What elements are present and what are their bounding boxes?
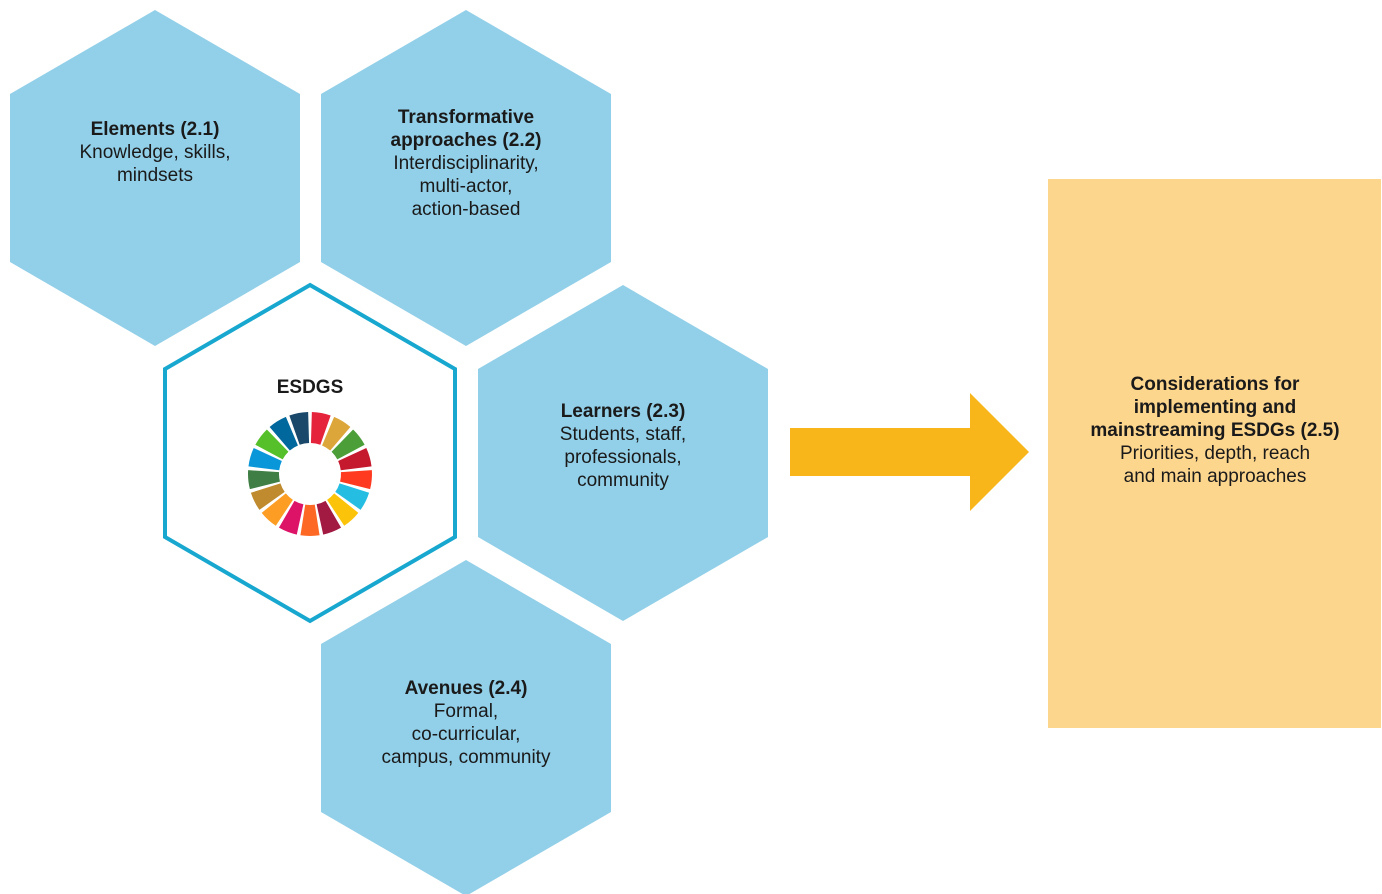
arrow-right <box>790 393 1029 511</box>
hexagon-avenues-label: Avenues (2.4) Formal, co-curricular, cam… <box>346 677 586 769</box>
hexagon-transformative <box>321 10 611 346</box>
hexagon-learners-label: Learners (2.3) Students, staff, professi… <box>508 400 738 492</box>
sdg-wheel-segment <box>278 500 304 535</box>
hexagon-learners <box>478 285 768 621</box>
elements-title: Elements (2.1) <box>90 119 220 140</box>
sdg-wheel-segment <box>248 448 282 471</box>
sdg-wheel-segment <box>322 416 351 451</box>
learners-title: Learners (2.3) <box>560 401 686 422</box>
hexagon-elements-label: Elements (2.1) Knowledge, skills, mindse… <box>40 118 270 187</box>
sdg-wheel-segment <box>300 504 320 536</box>
considerations-box <box>1048 179 1381 728</box>
learners-body: Students, staff, professionals, communit… <box>559 424 687 491</box>
considerations-title: Considerations for implementing and main… <box>1090 374 1340 441</box>
avenues-title: Avenues (2.4) <box>404 678 528 699</box>
hexagon-elements <box>10 10 300 346</box>
sdg-wheel-segment <box>335 483 370 510</box>
sdg-wheel-segment <box>261 493 293 526</box>
sdg-wheel-segment <box>338 448 372 471</box>
sdg-wheel-segment <box>269 416 298 451</box>
sdg-wheel-segment <box>255 429 289 460</box>
avenues-body: Formal, co-curricular, campus, community <box>381 701 551 768</box>
sdg-wheel-segment <box>250 483 285 510</box>
hexagon-center-label: ESDGS <box>230 376 390 399</box>
sdg-wheel-segment <box>316 500 342 535</box>
transformative-title: Transformative approaches (2.2) <box>390 107 542 151</box>
elements-body: Knowledge, skills, mindsets <box>79 142 231 186</box>
transformative-body: Interdisciplinarity, multi-actor, action… <box>393 153 539 220</box>
center-title: ESDGS <box>276 377 344 398</box>
sdg-wheel-segment <box>340 470 372 490</box>
sdg-wheel-segment <box>310 412 331 445</box>
sdg-wheel-segment <box>289 412 310 445</box>
hexagon-transformative-label: Transformative approaches (2.2) Interdis… <box>346 106 586 221</box>
considerations-body: Priorities, depth, reach and main approa… <box>1119 443 1311 487</box>
hexagon-avenues <box>321 560 611 894</box>
considerations-label: Considerations for implementing and main… <box>1052 373 1378 488</box>
sdg-wheel-segment <box>247 470 280 490</box>
hexagon-center <box>163 282 457 624</box>
sdg-wheel-segment <box>327 493 359 526</box>
sdg-wheel-segment <box>331 429 365 460</box>
sdg-wheel-icon <box>247 412 372 536</box>
